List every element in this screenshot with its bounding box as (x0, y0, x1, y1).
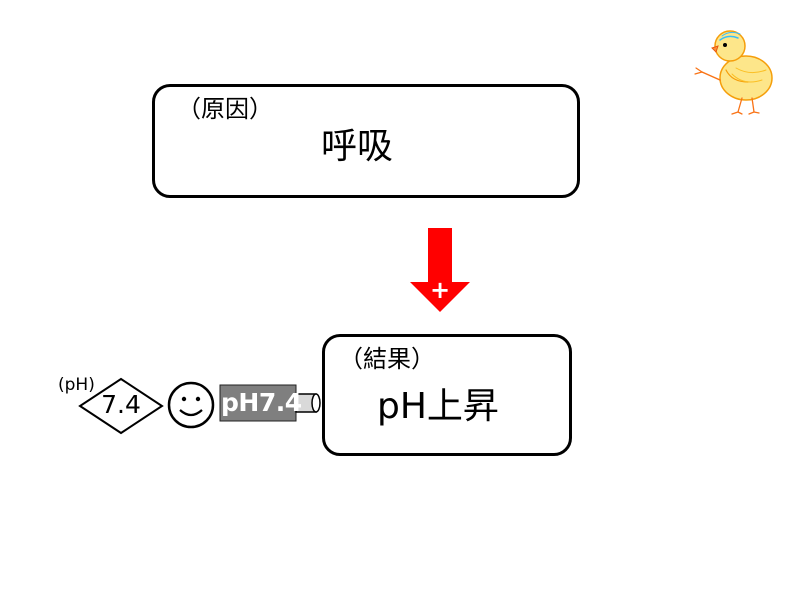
result-text: pH上昇 (377, 386, 499, 427)
ph-diamond-value: 7.4 (101, 390, 141, 419)
arrow-shape (410, 228, 470, 312)
cause-box: （原因） 呼吸 (152, 84, 580, 198)
result-box: （結果） pH上昇 (322, 334, 572, 456)
arrow-sign: + (430, 276, 450, 304)
chick-icon (694, 30, 773, 115)
ph-meter-label: pH7.4 (221, 388, 302, 417)
cause-text: 呼吸 (321, 126, 394, 167)
ph-diamond (78, 377, 164, 435)
cause-tag: （原因） (177, 95, 273, 123)
smiley-face-icon (167, 381, 215, 429)
ph-meter (219, 384, 321, 422)
arrow-down-icon: + (410, 228, 470, 312)
ph-label: (pH) (58, 375, 95, 395)
result-tag: （結果） (339, 345, 435, 373)
